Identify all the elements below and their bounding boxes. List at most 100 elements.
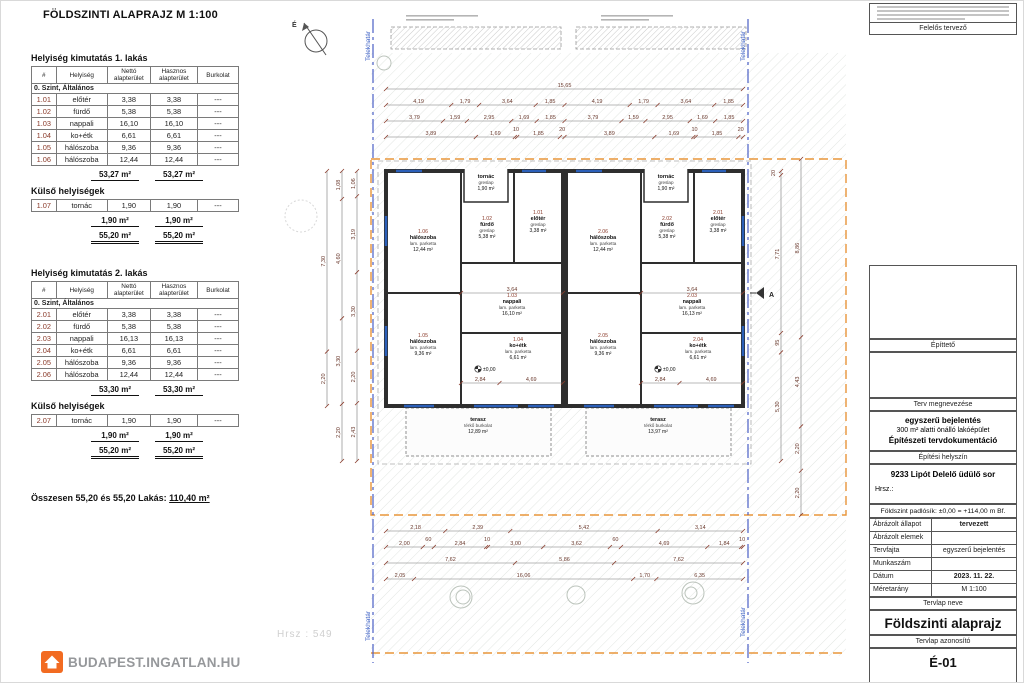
titleblock-field: Munkaszám	[870, 558, 1016, 571]
svg-text:1,69: 1,69	[697, 115, 708, 121]
level-mark: ±0,00	[474, 365, 496, 373]
svg-text:10: 10	[513, 127, 519, 133]
svg-text:3,64: 3,64	[502, 99, 513, 105]
svg-text:3,14: 3,14	[695, 525, 706, 531]
svg-text:4,60: 4,60	[336, 253, 342, 264]
svg-text:1,85: 1,85	[545, 115, 556, 121]
svg-text:tornác: tornác	[478, 174, 494, 180]
external-rooms-title: Külső helyiségek	[31, 401, 105, 411]
cell: 5,38	[149, 105, 198, 118]
svg-text:20: 20	[771, 170, 777, 176]
svg-text:2.01: 2.01	[713, 210, 723, 216]
svg-text:3,89: 3,89	[426, 131, 437, 137]
subtotal-value: 53,27 m²	[91, 170, 139, 181]
svg-text:3,38 m²: 3,38 m²	[710, 228, 727, 234]
cell: ---	[196, 356, 240, 369]
svg-text:2,20: 2,20	[351, 372, 357, 383]
cell: ---	[196, 105, 240, 118]
level-mark: ±0,00	[654, 365, 676, 373]
svg-text:2.03: 2.03	[687, 293, 697, 299]
svg-text:7,30: 7,30	[321, 256, 327, 267]
svg-text:1,85: 1,85	[723, 99, 734, 105]
dimension-chain-left-2: 1,084,603,302,20	[336, 168, 345, 464]
svg-text:4,19: 4,19	[413, 99, 424, 105]
svg-text:3,00: 3,00	[510, 541, 521, 547]
page-title: FÖLDSZINTI ALAPRAJZ M 1:100	[43, 9, 218, 21]
porch-notch-2	[644, 168, 688, 202]
svg-text:1.04: 1.04	[513, 337, 523, 343]
cell: 2.01	[31, 308, 57, 321]
svg-text:5,42: 5,42	[579, 525, 590, 531]
site-content: 9233 Lipót Delelő üdülő sor Hrsz.:	[869, 464, 1017, 504]
cell: 12,44	[149, 153, 198, 166]
svg-text:lam. parketta: lam. parketta	[499, 305, 526, 310]
svg-text:tornác: tornác	[658, 174, 674, 180]
svg-text:1,59: 1,59	[450, 115, 461, 121]
subtotal-value: 1,90 m²	[91, 431, 139, 442]
field-value	[932, 532, 1016, 544]
cell: nappali	[55, 117, 108, 130]
svg-text:hálószoba: hálószoba	[590, 339, 617, 345]
cell: 2.03	[31, 332, 57, 345]
cell: 3,38	[106, 308, 151, 321]
cell: előtér	[55, 308, 108, 321]
sheet-name-label: Tervlap neve	[869, 597, 1017, 610]
svg-text:6,61 m²: 6,61 m²	[510, 355, 527, 361]
svg-text:3,30: 3,30	[351, 306, 357, 317]
svg-text:térkő burkolat: térkő burkolat	[464, 423, 493, 428]
svg-text:1,85: 1,85	[533, 131, 544, 137]
svg-text:5,38 m²: 5,38 m²	[479, 234, 496, 240]
column-header: Helyiség	[55, 66, 108, 84]
field-label: Ábrázolt állapot	[870, 519, 932, 531]
building-envelope-line	[370, 158, 847, 654]
dimension-chain-left-1: 1,063,193,302,202,43	[351, 168, 360, 464]
cell: ---	[196, 129, 240, 142]
svg-text:2,43: 2,43	[351, 427, 357, 438]
subtotal-value: 53,30 m²	[91, 385, 139, 396]
svg-text:16,10 m²: 16,10 m²	[502, 311, 522, 317]
titleblock-field: Ábrázolt elemek	[870, 532, 1016, 545]
subtotal-value: 1,90 m²	[155, 431, 203, 442]
interior-walls-1	[386, 171, 563, 406]
cell: 2.06	[31, 368, 57, 381]
cell: ko+étk	[55, 344, 108, 357]
dimension-chain-int-2: 3,64	[638, 287, 746, 296]
svg-text:1,85: 1,85	[712, 131, 723, 137]
north-label: É	[292, 20, 297, 29]
svg-text:hálószoba: hálószoba	[410, 235, 437, 241]
svg-text:előtér: előtér	[531, 216, 547, 222]
svg-text:ko+étk: ko+étk	[509, 343, 526, 349]
svg-text:7,71: 7,71	[775, 249, 781, 260]
column-header: Hasznos alapterület	[149, 281, 198, 299]
svg-text:10: 10	[691, 127, 697, 133]
svg-text:8,86: 8,86	[795, 243, 801, 254]
svg-text:4,69: 4,69	[706, 377, 717, 383]
cell: 2.07	[31, 414, 57, 427]
plan-name-line: Építészeti tervdokumentáció	[888, 436, 998, 445]
north-arrow	[302, 22, 328, 56]
column-header: Nettó alapterület	[106, 281, 151, 299]
svg-text:20: 20	[559, 127, 565, 133]
site-label: Építési helyszín	[869, 451, 1017, 464]
cell: 1.04	[31, 129, 57, 142]
cell: ---	[196, 199, 240, 212]
